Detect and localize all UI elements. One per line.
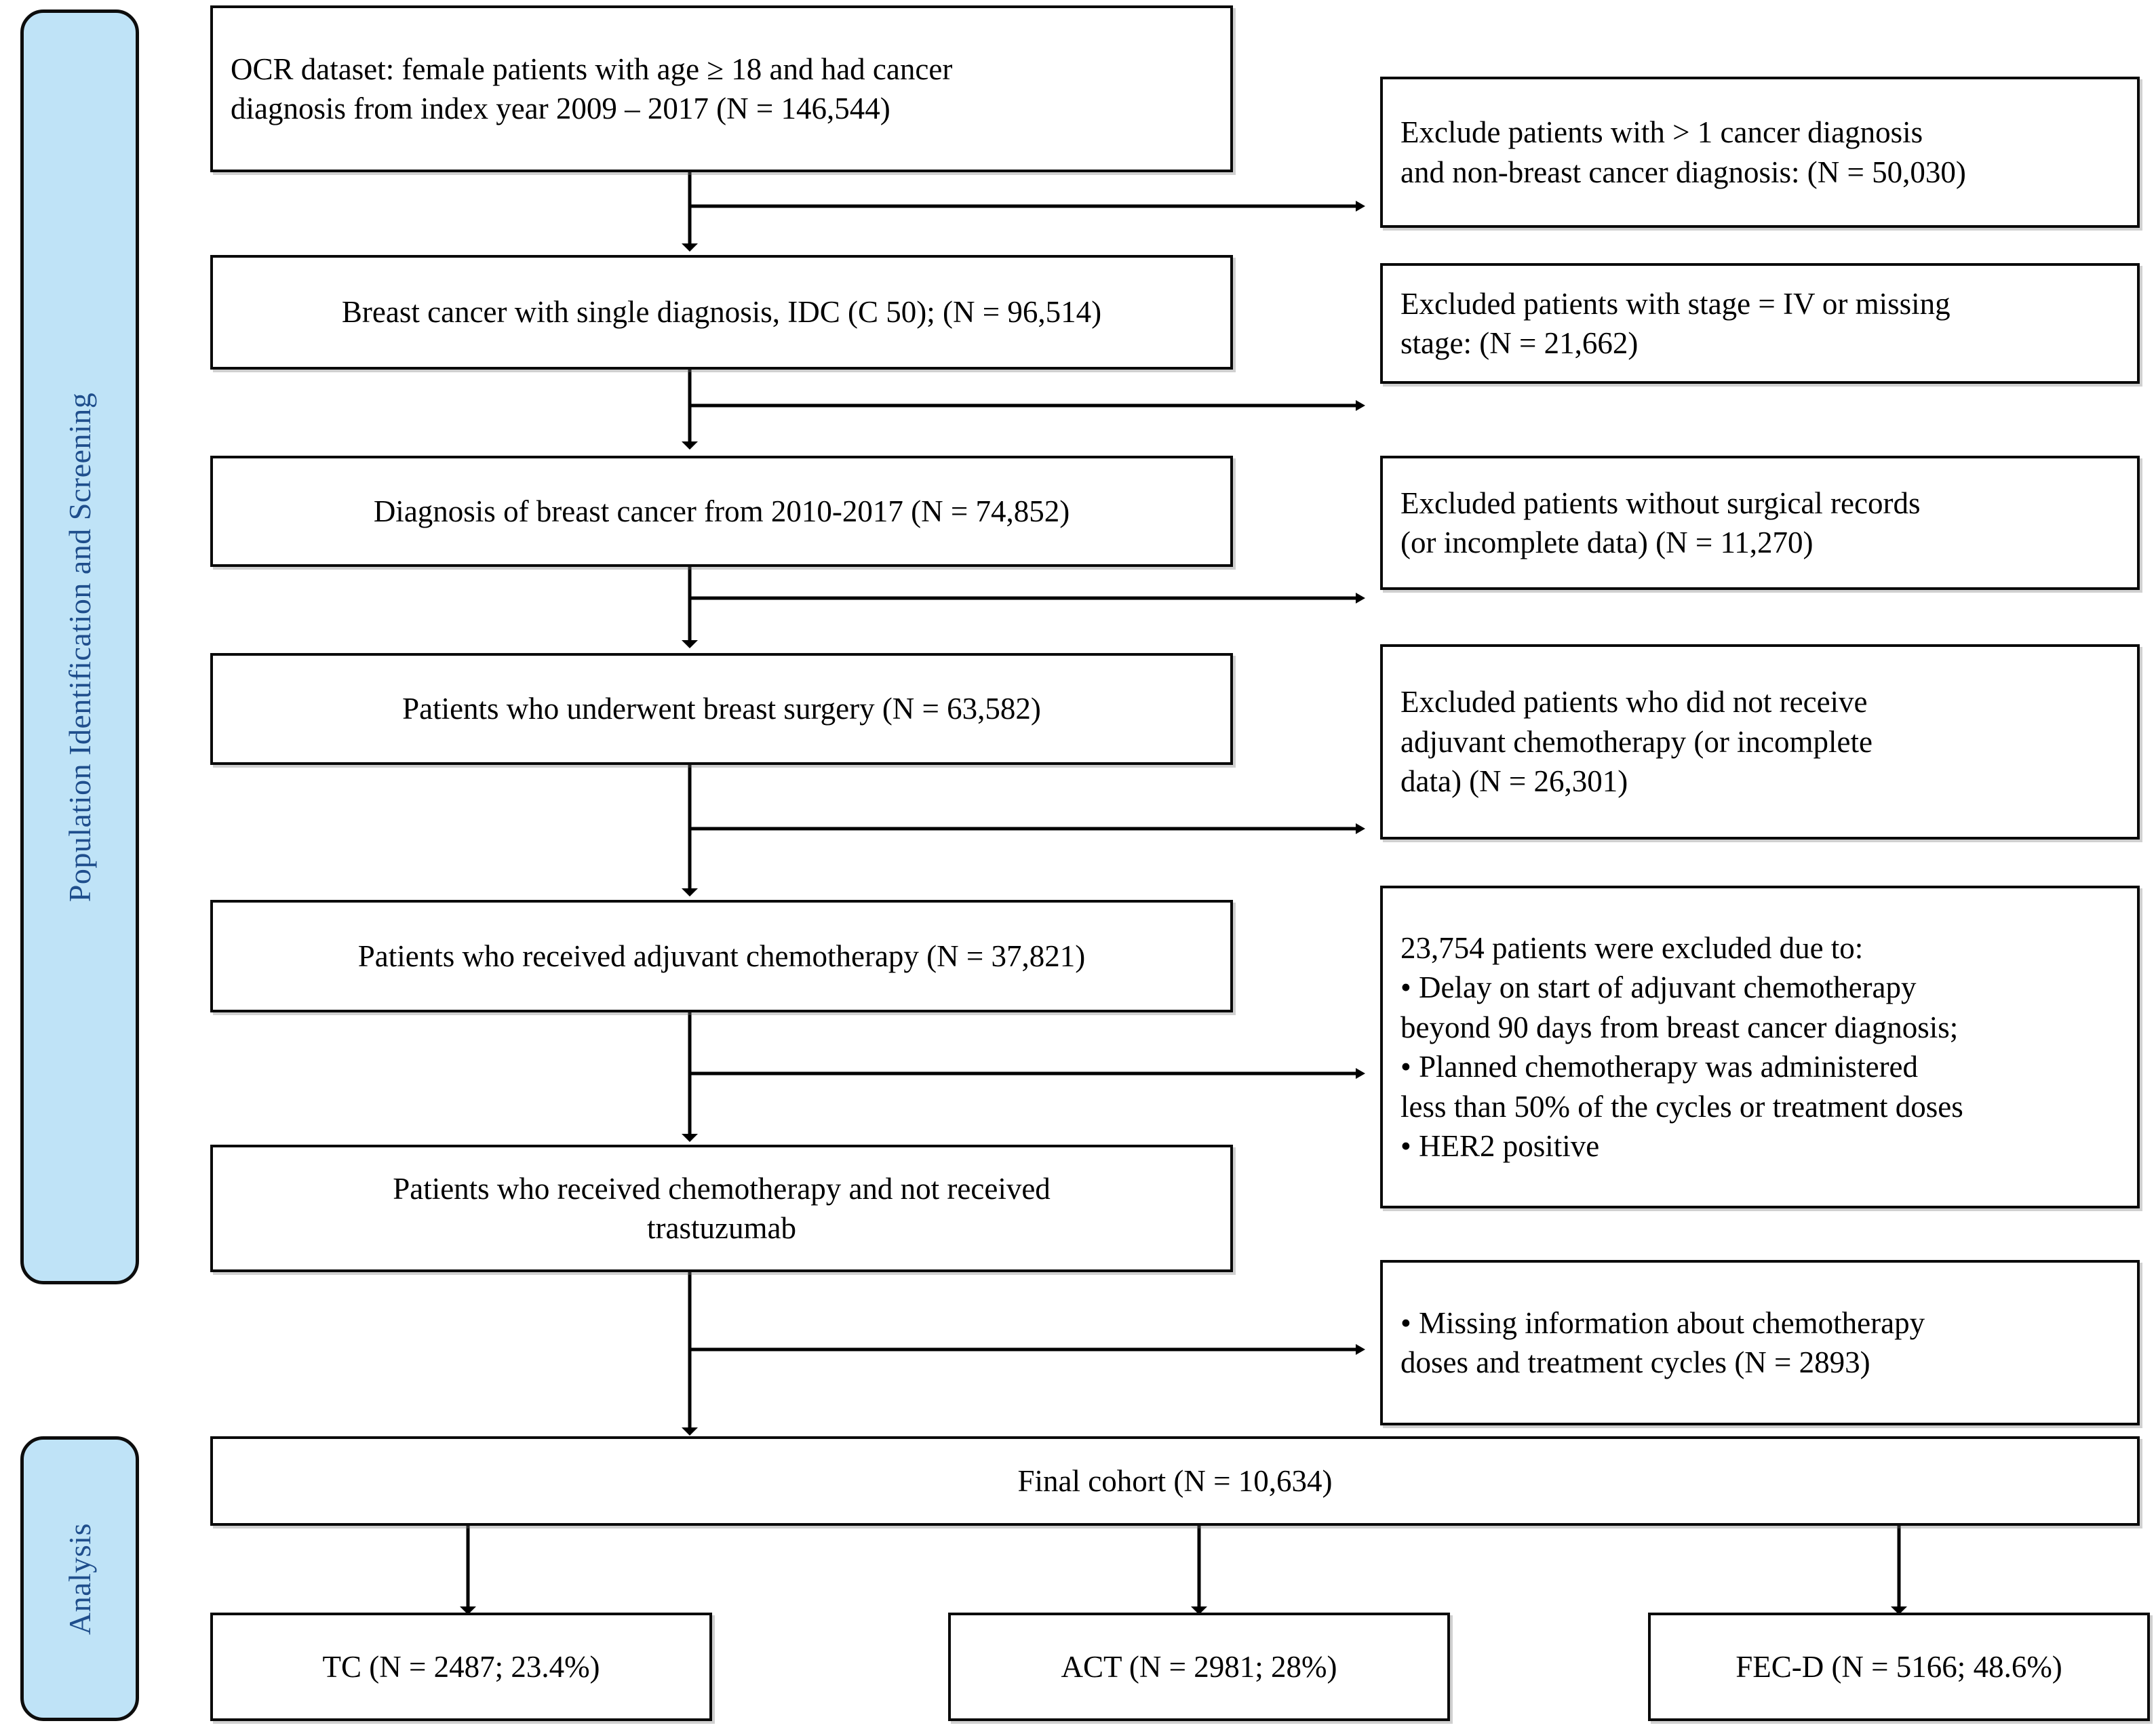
treatment-arm-label: TC (N = 2487; 23.4%): [322, 1649, 600, 1684]
phase-label-analysis: Analysis: [62, 1522, 97, 1635]
exclusion-line: Excluded patients without surgical recor…: [1400, 486, 1921, 520]
exclusion-node-text: • Missing information about chemotherapy…: [1383, 1303, 2137, 1383]
treatment-arm-fecd: FEC-D (N = 5166; 48.6%): [1648, 1613, 2150, 1721]
exclusion-line: Excluded patients who did not receive: [1400, 685, 1868, 719]
flow-line: Patients who received adjuvant chemother…: [357, 939, 1086, 973]
exclusion-line: and non-breast cancer diagnosis: (N = 50…: [1400, 155, 1966, 189]
exclusion-line: stage: (N = 21,662): [1400, 326, 1639, 360]
exclusion-line: (or incomplete data) (N = 11,270): [1400, 526, 1814, 559]
flow-line: Final cohort (N = 10,634): [1017, 1463, 1333, 1498]
exclusion-line: doses and treatment cycles (N = 2893): [1400, 1345, 1870, 1379]
phase-bar-analysis: Analysis: [20, 1436, 139, 1721]
exclusion-node-text: Excluded patients who did not receive ad…: [1383, 682, 2137, 802]
phase-label-population: Population Identification and Screening: [62, 392, 98, 902]
exclusion-node-no-surgery: Excluded patients without surgical recor…: [1380, 456, 2140, 590]
exclusion-line: 23,754 patients were excluded due to:: [1400, 930, 1864, 965]
flow-line: Patients who received chemotherapy and n…: [393, 1171, 1051, 1206]
flow-line: Breast cancer with single diagnosis, IDC…: [341, 295, 1102, 330]
flow-node-single-diagnosis: Breast cancer with single diagnosis, IDC…: [210, 255, 1233, 370]
exclusion-node-text: Excluded patients with stage = IV or mis…: [1383, 284, 2137, 363]
flow-node-ocr-dataset: OCR dataset: female patients with age ≥ …: [210, 5, 1233, 172]
exclusion-node-text: 23,754 patients were excluded due to: • …: [1383, 928, 2137, 1166]
flow-node-text: Patients who received adjuvant chemother…: [213, 936, 1230, 976]
treatment-arm-act: ACT (N = 2981; 28%): [948, 1613, 1450, 1721]
flow-node-diagnosis-2010-2017: Diagnosis of breast cancer from 2010-201…: [210, 456, 1233, 567]
flow-node-breast-surgery: Patients who underwent breast surgery (N…: [210, 653, 1233, 765]
flow-node-text: Breast cancer with single diagnosis, IDC…: [213, 292, 1230, 332]
flow-node-adjuvant-chemo: Patients who received adjuvant chemother…: [210, 900, 1233, 1012]
flow-line: diagnosis from index year 2009 – 2017 (N…: [231, 92, 890, 125]
exclusion-line: beyond 90 days from breast cancer diagno…: [1400, 1010, 1959, 1044]
flow-node-text: Patients who underwent breast surgery (N…: [213, 689, 1230, 729]
treatment-arm-label: FEC-D (N = 5166; 48.6%): [1736, 1649, 2062, 1684]
flow-node-no-trastuzumab: Patients who received chemotherapy and n…: [210, 1145, 1233, 1272]
final-cohort-text: Final cohort (N = 10,634): [213, 1461, 2137, 1501]
final-cohort-node: Final cohort (N = 10,634): [210, 1436, 2140, 1526]
exclusion-line: data) (N = 26,301): [1400, 764, 1628, 799]
exclusion-node-no-chemo: Excluded patients who did not receive ad…: [1380, 644, 2140, 840]
flow-line: Patients who underwent breast surgery (N…: [402, 692, 1041, 726]
exclusion-line: adjuvant chemotherapy (or incomplete: [1400, 724, 1873, 759]
exclusion-line: • Planned chemotherapy was administered: [1400, 1050, 1919, 1084]
exclusion-line: Exclude patients with > 1 cancer diagnos…: [1400, 115, 1923, 149]
flow-node-text: Diagnosis of breast cancer from 2010-201…: [213, 492, 1230, 532]
flow-node-text: OCR dataset: female patients with age ≥ …: [213, 50, 1230, 129]
exclusion-node-stage-iv: Excluded patients with stage = IV or mis…: [1380, 263, 2140, 384]
treatment-arm-label: ACT (N = 2981; 28%): [1061, 1649, 1337, 1684]
flow-line: Diagnosis of breast cancer from 2010-201…: [373, 494, 1070, 528]
exclusion-node-23754: 23,754 patients were excluded due to: • …: [1380, 886, 2140, 1208]
exclusion-line: Excluded patients with stage = IV or mis…: [1400, 286, 1951, 321]
exclusion-node-text: Exclude patients with > 1 cancer diagnos…: [1383, 113, 2137, 192]
exclusion-node-missing-info: • Missing information about chemotherapy…: [1380, 1260, 2140, 1425]
flow-line: OCR dataset: female patients with age ≥ …: [231, 52, 953, 86]
exclusion-line: less than 50% of the cycles or treatment…: [1400, 1089, 1963, 1124]
flow-node-text: Patients who received chemotherapy and n…: [213, 1169, 1230, 1248]
treatment-arm-tc: TC (N = 2487; 23.4%): [210, 1613, 712, 1721]
exclusion-line: • Missing information about chemotherapy: [1400, 1305, 1925, 1340]
phase-bar-population: Population Identification and Screening: [20, 9, 139, 1284]
flow-line: trastuzumab: [647, 1211, 796, 1245]
exclusion-line: • Delay on start of adjuvant chemotherap…: [1400, 970, 1917, 1004]
exclusion-node-text: Excluded patients without surgical recor…: [1383, 484, 2137, 563]
exclusion-line: • HER2 positive: [1400, 1129, 1600, 1163]
exclusion-node-multi-cancer: Exclude patients with > 1 cancer diagnos…: [1380, 77, 2140, 228]
